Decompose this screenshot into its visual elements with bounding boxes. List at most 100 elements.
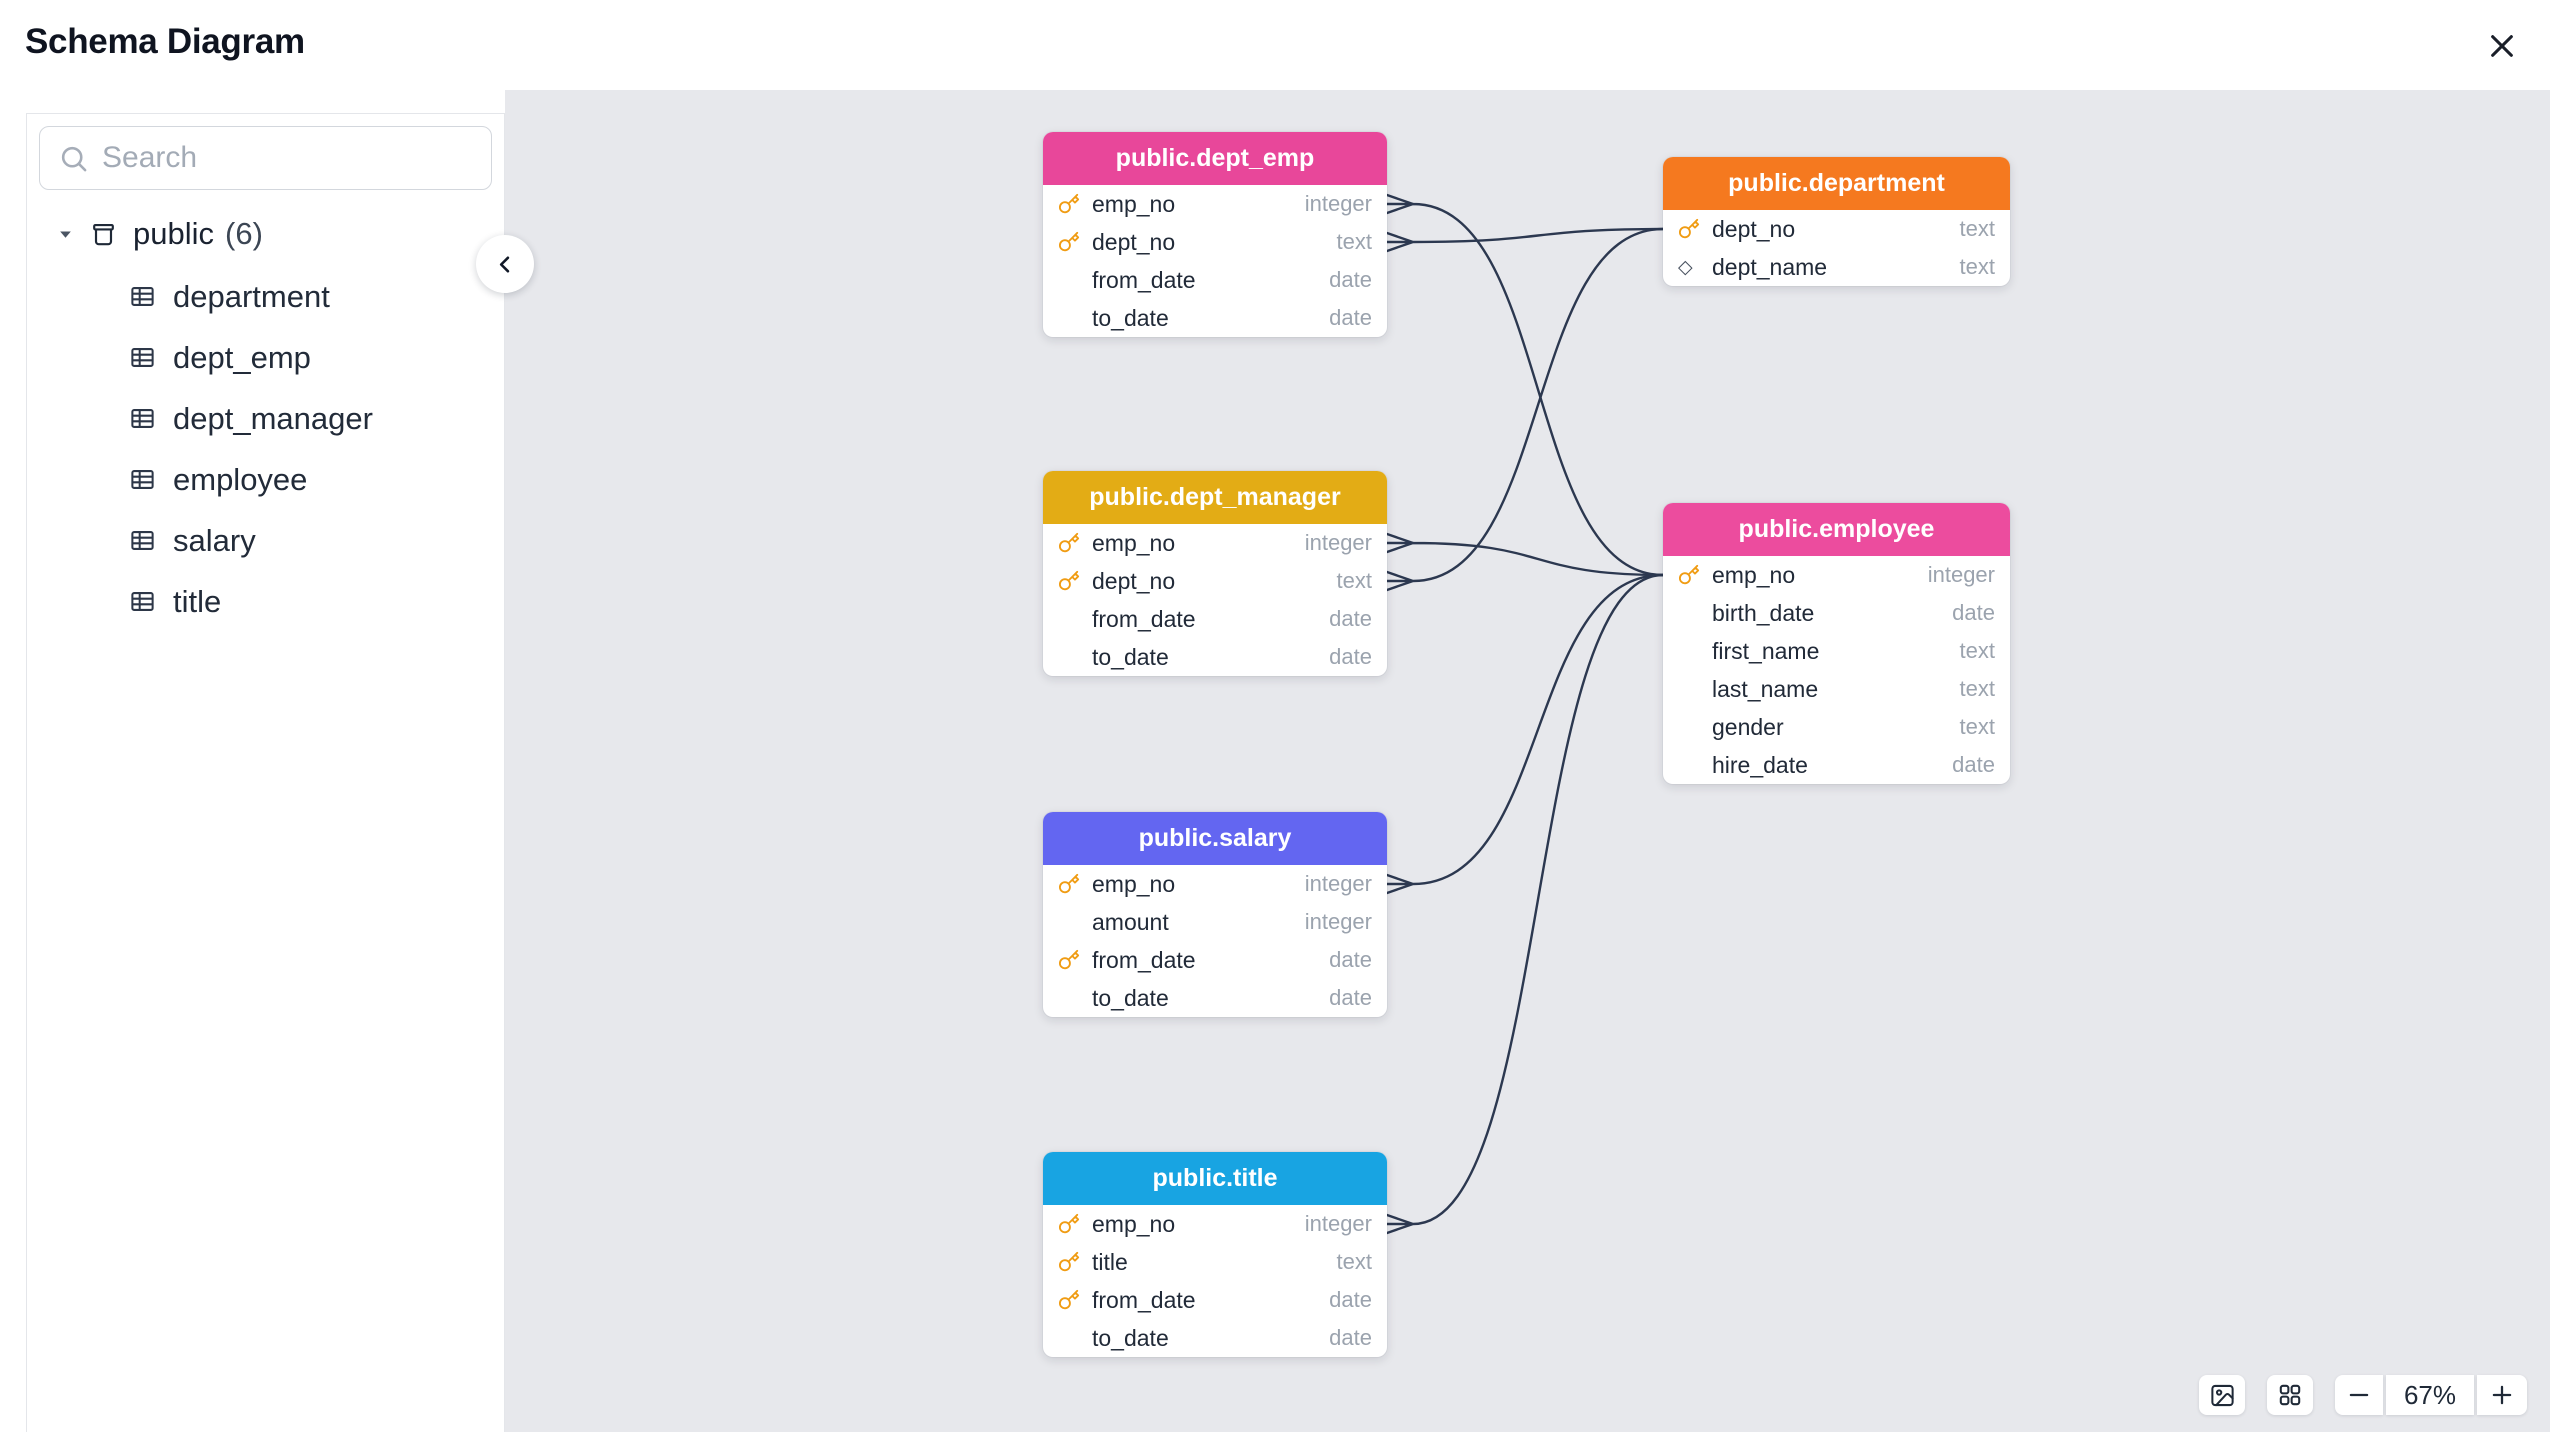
column-type: integer: [1304, 530, 1372, 555]
primary-key-icon: [1058, 873, 1080, 894]
column-row: amount integer: [1043, 903, 1387, 941]
plus-icon: [2492, 1385, 2512, 1405]
zoom-level: 67%: [2386, 1375, 2474, 1415]
minus-icon: [2349, 1393, 2369, 1397]
column-name: gender: [1712, 713, 1784, 740]
zoom-control: 67%: [2335, 1375, 2527, 1415]
column-type: integer: [1304, 909, 1372, 934]
column-type: date: [1329, 985, 1372, 1010]
column-name: from_date: [1092, 1286, 1196, 1313]
column-row: emp_no integer: [1663, 556, 2010, 594]
column-name: emp_no: [1092, 529, 1176, 556]
schema-table-count: (6): [225, 216, 263, 251]
table-item-label: salary: [173, 522, 256, 558]
primary-key-icon: [1058, 532, 1080, 553]
column-type: text: [1336, 1249, 1372, 1274]
topbar: Schema Diagram: [0, 0, 2550, 90]
close-button[interactable]: [2480, 24, 2524, 68]
column-type: date: [1329, 305, 1372, 330]
column-type: date: [1329, 1325, 1372, 1350]
column-name: to_date: [1092, 304, 1169, 331]
table-icon: [131, 409, 154, 428]
chevron-left-icon: [499, 255, 509, 273]
column-name: to_date: [1092, 984, 1169, 1011]
column-name: from_date: [1092, 266, 1196, 293]
sidebar-item-public-schema[interactable]: public (6): [27, 205, 504, 263]
column-name: hire_date: [1712, 751, 1808, 778]
sidebar-item-department[interactable]: department: [27, 266, 504, 327]
column-row: from_date date: [1043, 1281, 1387, 1319]
zoom-in-button[interactable]: [2477, 1375, 2527, 1415]
schema-box-icon: [89, 220, 118, 249]
search-input[interactable]: [39, 126, 492, 190]
column-type: text: [1959, 254, 1995, 279]
table-item-label: dept_emp: [173, 339, 311, 375]
table-node-title: public.title: [1043, 1152, 1387, 1205]
table-icon: [131, 348, 154, 367]
close-icon: [2491, 35, 2513, 57]
column-name: from_date: [1092, 605, 1196, 632]
auto-layout-button[interactable]: [2267, 1375, 2313, 1415]
column-row: emp_no integer: [1043, 524, 1387, 562]
column-type: date: [1952, 600, 1995, 625]
layout-grid-icon: [2279, 1384, 2301, 1406]
column-type: date: [1329, 1287, 1372, 1312]
column-name: emp_no: [1712, 561, 1796, 588]
column-name: dept_no: [1712, 215, 1796, 242]
table-icon: [131, 470, 154, 489]
table-icon: [131, 592, 154, 611]
sidebar-item-dept_manager[interactable]: dept_manager: [27, 388, 504, 449]
search-icon: [58, 143, 89, 179]
sidebar-collapse-button[interactable]: [476, 235, 534, 293]
diagram-canvas[interactable]: [505, 90, 2550, 1432]
primary-key-icon: [1058, 949, 1080, 970]
table-node-title: public.employee: [1663, 503, 2010, 556]
sidebar-item-salary[interactable]: salary: [27, 510, 504, 571]
table-item-label: title: [173, 583, 222, 619]
column-row: birth_date date: [1663, 594, 2010, 632]
column-type: date: [1329, 606, 1372, 631]
column-type: text: [1959, 638, 1995, 663]
column-name: from_date: [1092, 946, 1196, 973]
sidebar-item-employee[interactable]: employee: [27, 449, 504, 510]
column-type: text: [1336, 568, 1372, 593]
table-item-label: department: [173, 278, 330, 314]
export-image-icon: [2210, 1384, 2234, 1406]
column-name: birth_date: [1712, 599, 1815, 626]
export-image-button[interactable]: [2199, 1375, 2245, 1415]
column-name: title: [1092, 1248, 1128, 1275]
zoom-out-button[interactable]: [2335, 1375, 2383, 1415]
column-type: date: [1952, 752, 1995, 777]
schema-tree: public (6) department dept_emp dept_mana…: [27, 190, 504, 632]
sidebar: public (6) department dept_emp dept_mana…: [26, 113, 505, 1432]
column-name: amount: [1092, 908, 1169, 935]
primary-key-icon: [1058, 1289, 1080, 1310]
primary-key-icon: [1058, 570, 1080, 591]
column-type: integer: [1927, 562, 1995, 587]
sidebar-item-dept_emp[interactable]: dept_emp: [27, 327, 504, 388]
page-title: Schema Diagram: [25, 22, 305, 61]
primary-key-icon: [1058, 1251, 1080, 1272]
column-name: emp_no: [1092, 190, 1176, 217]
column-row: from_date date: [1043, 600, 1387, 638]
table-item-label: dept_manager: [173, 400, 373, 436]
column-row: to_date date: [1043, 979, 1387, 1017]
table-node-title: public.salary: [1043, 812, 1387, 865]
primary-key-icon: [1058, 193, 1080, 214]
sidebar-item-title[interactable]: title: [27, 571, 504, 632]
column-name: emp_no: [1092, 1210, 1176, 1237]
